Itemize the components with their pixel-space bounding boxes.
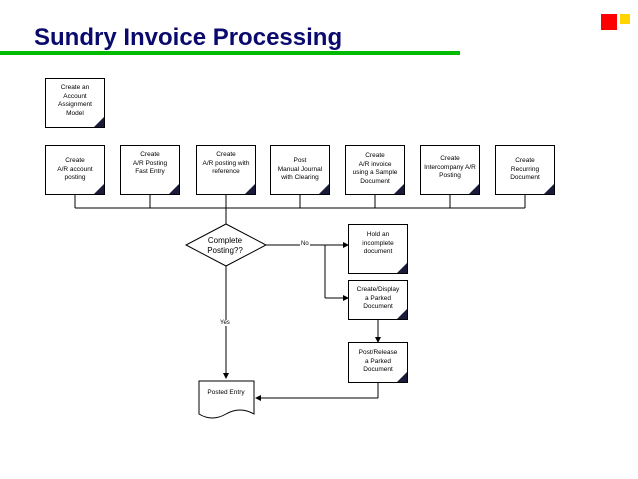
step-label: Create A/R account posting: [57, 157, 93, 181]
step-create-ar-posting-fast-entry: Create A/R Posting Fast Entry: [120, 145, 180, 195]
posted-entry-label: Posted Entry: [207, 389, 245, 396]
step-create-recurring-document: Create Recurring Document: [495, 145, 555, 195]
step-label: Create A/R posting with reference: [202, 151, 250, 175]
step-post-manual-journal: Post Manual Journal with Clearing: [270, 145, 330, 195]
page-fold-icon: [169, 184, 179, 194]
title-underline-bar: [0, 51, 460, 55]
page-fold-icon: [394, 184, 404, 194]
page-fold-icon: [397, 263, 407, 273]
decision-label: Complete Posting??: [207, 236, 243, 255]
yellow-square-decoration: [620, 14, 630, 24]
page-fold-icon: [397, 372, 407, 382]
decision-diamond: [184, 223, 268, 267]
step-create-ar-invoice-sample: Create A/R invoice using a Sample Docume…: [345, 145, 405, 195]
page-title: Sundry Invoice Processing: [34, 24, 343, 51]
page-fold-icon: [397, 309, 407, 319]
page-fold-icon: [544, 184, 554, 194]
step-label: Post/Release a Parked Document: [358, 349, 398, 373]
step-label: Create A/R invoice using a Sample Docume…: [352, 152, 398, 185]
red-square-decoration: [601, 14, 617, 30]
page-fold-icon: [94, 184, 104, 194]
step-label: Hold an incomplete document: [362, 231, 394, 255]
page-fold-icon: [319, 184, 329, 194]
step-hold-incomplete-document: Hold an incomplete document: [348, 224, 408, 274]
step-create-account-model: Create an Account Assignment Model: [45, 78, 105, 128]
step-label: Create an Account Assignment Model: [58, 84, 92, 117]
step-label: Create Recurring Document: [510, 157, 540, 181]
page-fold-icon: [469, 184, 479, 194]
page-fold-icon: [245, 184, 255, 194]
step-create-display-parked-document: Create/Display a Parked Document: [348, 280, 408, 320]
step-label: Create Intercompany A/R Posting: [424, 155, 476, 179]
posted-entry-document-shape: [198, 380, 255, 419]
no-branch-label: No: [300, 241, 310, 247]
step-label: Create/Display a Parked Document: [356, 286, 400, 310]
step-create-intercompany-ar-posting: Create Intercompany A/R Posting: [420, 145, 480, 195]
step-label: Create A/R Posting Fast Entry: [132, 151, 168, 175]
step-create-ar-account-posting: Create A/R account posting: [45, 145, 105, 195]
step-label: Post Manual Journal with Clearing: [277, 157, 323, 181]
page-fold-icon: [94, 117, 104, 127]
step-create-ar-posting-with-reference: Create A/R posting with reference: [196, 145, 256, 195]
yes-branch-label: Yes: [219, 320, 231, 326]
step-post-release-parked-document: Post/Release a Parked Document: [348, 342, 408, 383]
